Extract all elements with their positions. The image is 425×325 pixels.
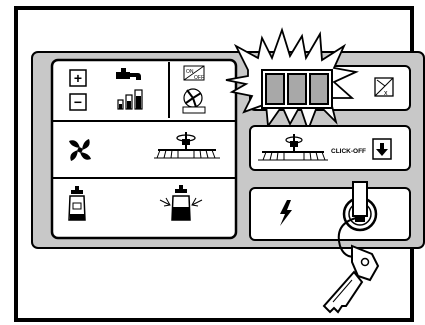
- off-label: OFF: [194, 75, 204, 81]
- right-middle-box: CLICK-OFF: [250, 126, 410, 170]
- lamp-cell: [310, 74, 328, 104]
- tank-icon[interactable]: [69, 186, 85, 220]
- lamp-cells-icon: [262, 70, 332, 108]
- minus-label: −: [74, 94, 82, 110]
- lamp-cell: [288, 74, 306, 104]
- lamp-cell: [266, 74, 284, 104]
- on-label: ON: [186, 69, 194, 75]
- plus-label: +: [74, 70, 82, 86]
- left-control-box: + − ON OFF: [52, 60, 236, 238]
- svg-text:x: x: [384, 90, 388, 97]
- click-off-label: CLICK-OFF: [331, 148, 366, 155]
- plus-icon[interactable]: +: [70, 70, 86, 86]
- minus-icon[interactable]: −: [70, 94, 86, 110]
- down-arrow-icon[interactable]: [373, 139, 391, 159]
- right-bottom-box: [250, 188, 410, 240]
- tank-x-icon: x: [375, 78, 393, 97]
